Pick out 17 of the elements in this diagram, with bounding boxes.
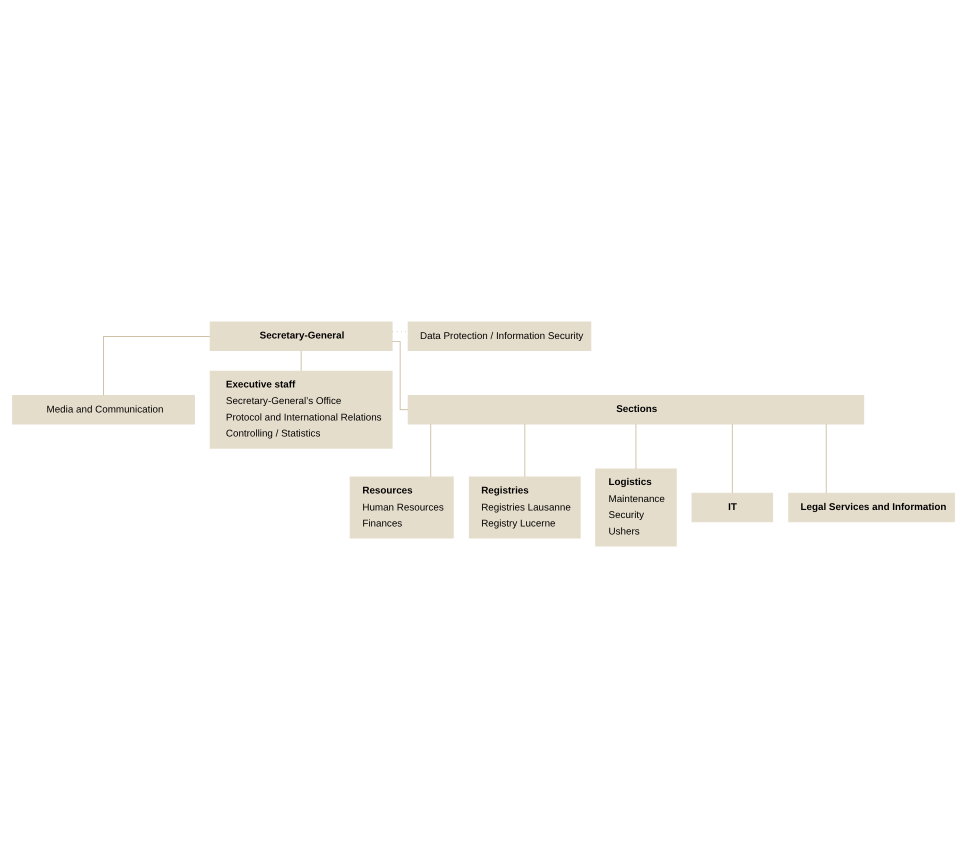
node-box: Secretary-General [210, 321, 393, 351]
node-box: Media and Communication [12, 394, 195, 424]
node-box: Resources Human Resources Finances [350, 476, 454, 538]
node-box: Sections [408, 394, 864, 424]
node-box: Data Protection / Information Security [408, 321, 592, 351]
node-box: Registries Registries Lausanne Registry Lucerne [468, 476, 581, 538]
connector [826, 424, 827, 494]
node-box: Logistics Maintenance Security Ushers [595, 468, 677, 547]
connector [103, 336, 210, 396]
connector [300, 350, 302, 372]
connector [430, 424, 432, 478]
node-box: Executive staff Secretary-General’s Office Protocol and International Relations Controlling / Statistics [210, 370, 393, 449]
node-box: IT [692, 492, 774, 522]
connector [524, 424, 526, 478]
node-box: Legal Services and Information [788, 492, 955, 522]
connector [732, 424, 733, 494]
connector [392, 341, 408, 410]
